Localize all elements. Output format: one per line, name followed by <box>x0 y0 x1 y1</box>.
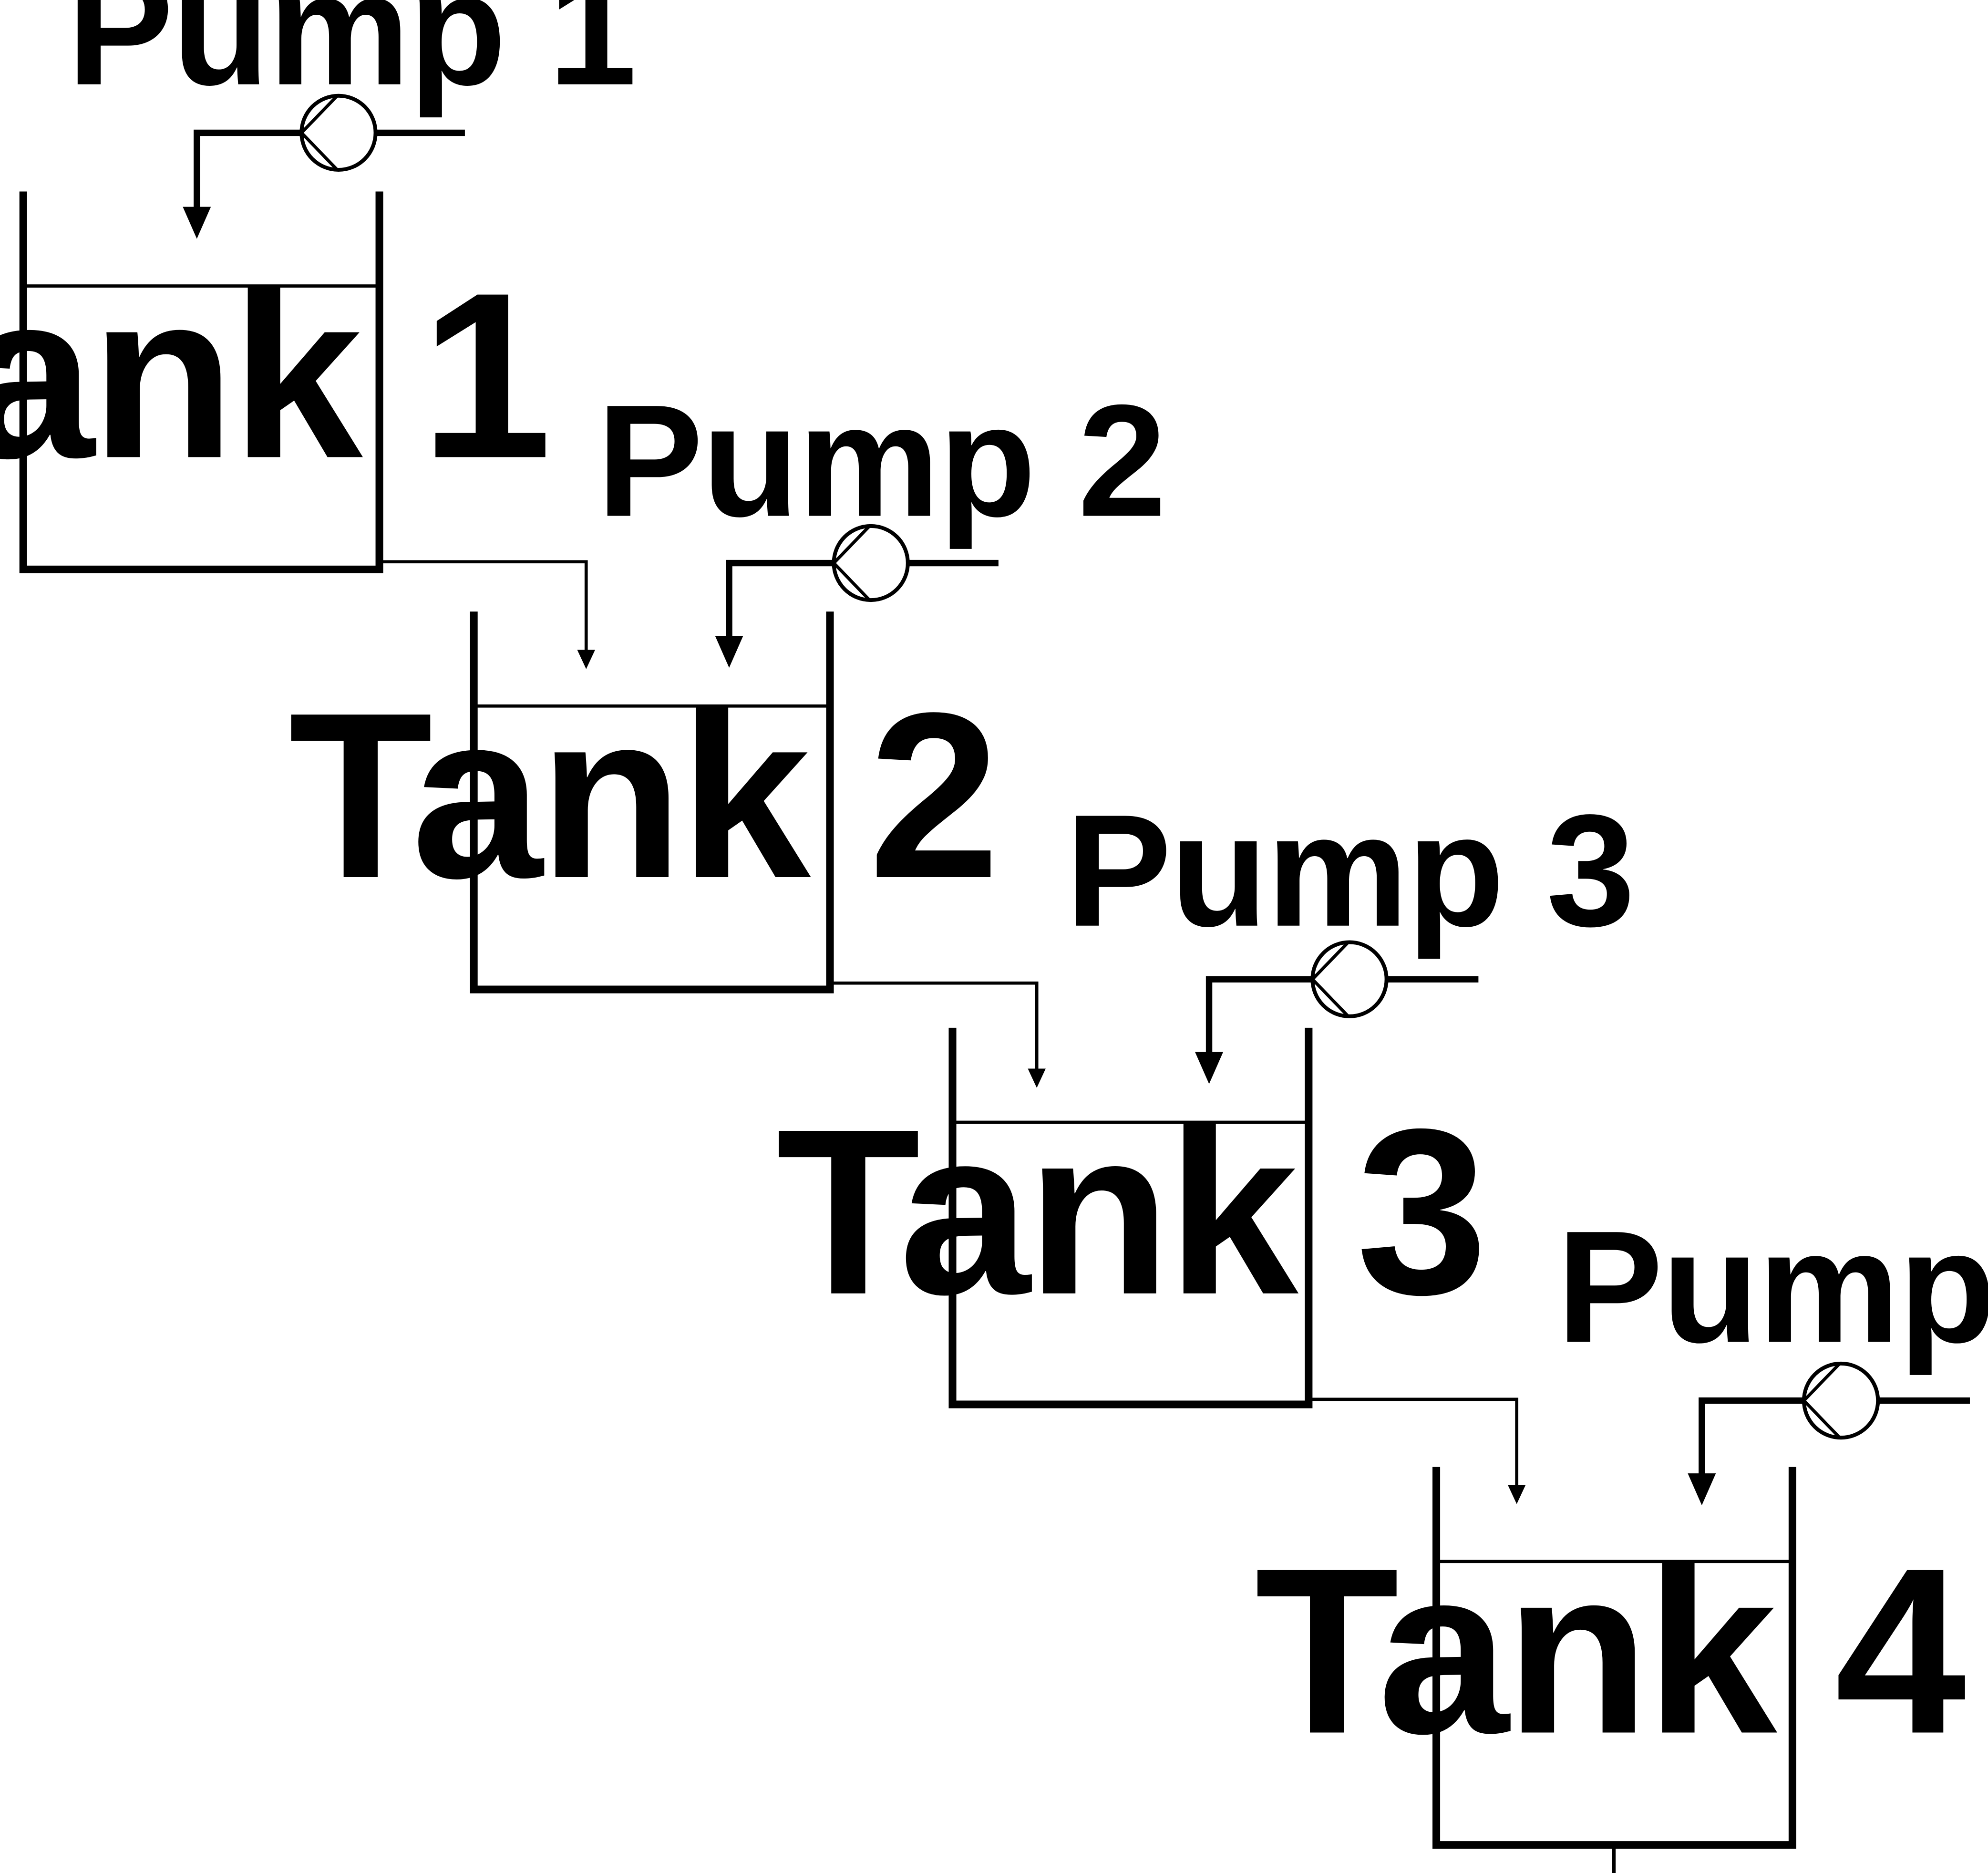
pump-icon <box>1310 940 1389 1018</box>
pump-2-label: Pump 2 <box>597 371 1165 550</box>
tank-1-label: Tank 1 <box>0 243 548 507</box>
pump-4-flow-arrowhead <box>1688 1473 1716 1506</box>
tank-2-label: Tank 2 <box>288 663 996 927</box>
pump-3-feed-line: Pump 3 <box>1065 781 1635 1084</box>
pump-1-flow-arrowhead <box>183 207 211 239</box>
tank-4-label: Tank 4 <box>1255 1519 1967 1783</box>
tank-1-vessel <box>19 191 383 573</box>
pump-2-flow-arrowhead <box>715 636 743 668</box>
overflow-line-tank-1-to-tank-2 <box>379 560 595 669</box>
tank-2-vessel <box>470 611 834 993</box>
pump-2-outlet-pipe <box>726 559 834 639</box>
tank-4: Tank 4 <box>1255 1467 1972 1873</box>
pump-4-label: Pump 4 <box>1556 1197 1988 1376</box>
tank-1: Tank 1 <box>0 191 552 573</box>
overflow-arrowhead <box>1507 1485 1526 1504</box>
tank-3-vessel <box>948 1027 1313 1408</box>
overflow-arrowhead <box>1028 1068 1046 1088</box>
pump-3-label: Pump 3 <box>1065 781 1634 961</box>
tank-3: Tank 3 <box>776 1027 1488 1408</box>
pump-4-outlet-pipe <box>1699 1397 1804 1476</box>
overflow-arrowhead <box>577 650 595 669</box>
overflow-line-tank-3-to-tank-4 <box>1308 1397 1526 1504</box>
pump-3-flow-arrowhead <box>1195 1052 1224 1084</box>
pump-icon <box>1802 1361 1880 1440</box>
pump-2-feed-line: Pump 2 <box>597 371 1167 668</box>
pump-icon <box>299 93 378 172</box>
pump-1-outlet-pipe <box>194 129 302 210</box>
pump-1-label: Pump 1 <box>67 0 635 119</box>
pump-3-outlet-pipe <box>1205 976 1313 1055</box>
pump-icon <box>831 524 910 602</box>
overflow-line-tank-2-to-tank-3 <box>830 981 1046 1088</box>
pump-4-feed-line: Pump 4 <box>1556 1197 1988 1506</box>
tank-2: Tank 2 <box>288 611 1000 993</box>
tank-3-label: Tank 3 <box>776 1080 1484 1344</box>
pump-1-feed-line: Pump 1 <box>67 0 637 239</box>
